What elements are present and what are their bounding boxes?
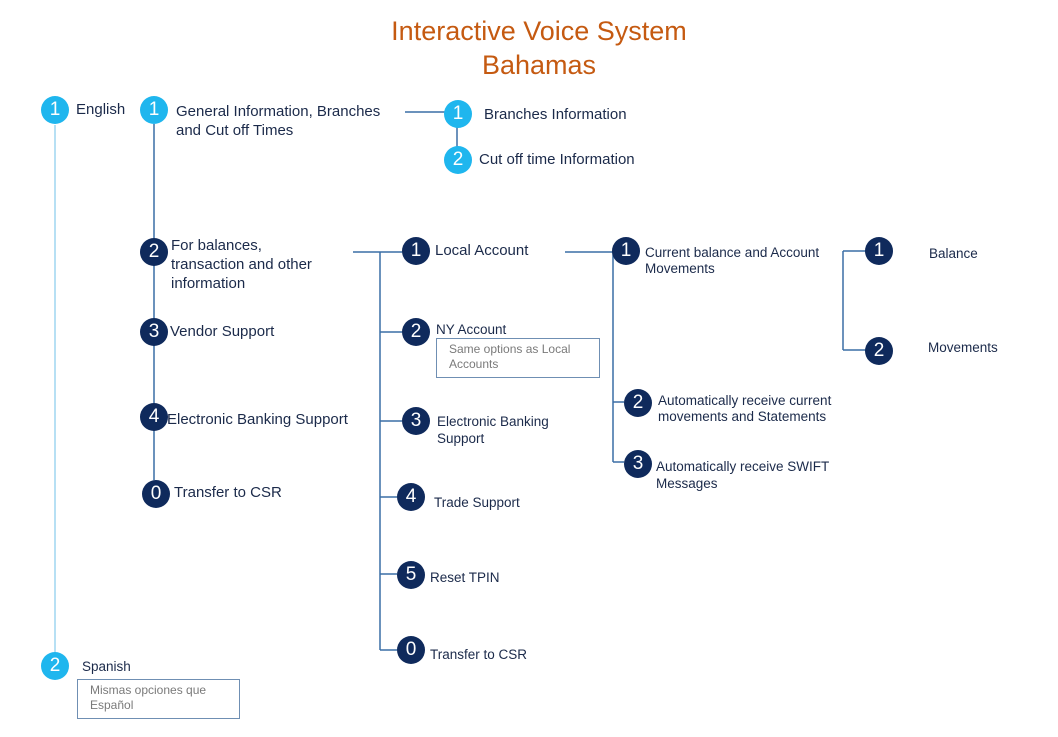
node-english: 1 — [41, 96, 69, 124]
node-balance: 1 — [865, 237, 893, 265]
note-ny-account: Same options as Local Accounts — [436, 338, 600, 378]
node-transfer-csr-sub: 0 — [397, 636, 425, 664]
node-auto-swift: 3 — [624, 450, 652, 478]
label-ny-account: NY Account — [436, 322, 507, 337]
label-spanish: Spanish — [82, 659, 131, 674]
node-general-info: 1 — [140, 96, 168, 124]
label-cutoff-info: Cut off time Information — [479, 151, 635, 168]
label-ebanking-sub-2: Support — [437, 431, 485, 446]
node-transfer-csr-main: 0 — [142, 480, 170, 508]
node-ebanking-support: 4 — [140, 403, 168, 431]
label-balance: Balance — [929, 246, 978, 261]
label-balances-3: information — [171, 275, 246, 292]
label-transfer-csr-sub: Transfer to CSR — [430, 647, 528, 662]
label-auto-swift-1: Automatically receive SWIFT — [656, 459, 830, 474]
label-vendor-support: Vendor Support — [170, 323, 275, 340]
node-movements: 2 — [865, 337, 893, 365]
label-branches-info: Branches Information — [484, 106, 627, 123]
label-ebanking-support: Electronic Banking Support — [167, 411, 348, 428]
label-local-account: Local Account — [435, 242, 529, 259]
node-reset-tpin: 5 — [397, 561, 425, 589]
node-current-balance: 1 — [612, 237, 640, 265]
label-movements: Movements — [928, 340, 998, 355]
node-ebanking-sub: 3 — [402, 407, 430, 435]
label-english: English — [76, 101, 126, 118]
label-auto-movements-2: movements and Statements — [658, 409, 827, 424]
node-branches-info: 1 — [444, 100, 472, 128]
label-reset-tpin: Reset TPIN — [430, 570, 500, 585]
node-cutoff-info: 2 — [444, 146, 472, 174]
title-line-1: Interactive Voice System — [391, 16, 687, 46]
label-balances-1: For balances, — [171, 237, 262, 254]
label-general-info-2: and Cut off Times — [176, 122, 294, 139]
node-ny-account: 2 — [402, 318, 430, 346]
label-general-info-1: General Information, Branches — [176, 103, 381, 120]
label-trade-support: Trade Support — [434, 495, 520, 510]
node-balances: 2 — [140, 238, 168, 266]
title-line-2: Bahamas — [481, 50, 597, 80]
node-trade-support: 4 — [397, 483, 425, 511]
node-auto-movements: 2 — [624, 389, 652, 417]
label-transfer-csr-main: Transfer to CSR — [174, 484, 282, 501]
node-vendor-support: 3 — [140, 318, 168, 346]
label-auto-swift-2: Messages — [656, 476, 718, 491]
node-spanish: 2 — [41, 652, 69, 680]
label-auto-movements-1: Automatically receive current — [658, 393, 832, 408]
label-balances-2: transaction and other — [171, 256, 312, 273]
label-ebanking-sub-1: Electronic Banking — [437, 414, 549, 429]
node-local-account: 1 — [402, 237, 430, 265]
label-current-balance-2: Movements — [645, 261, 715, 276]
label-current-balance-1: Current balance and Account — [645, 245, 820, 260]
note-spanish: Mismas opciones que Español — [77, 679, 240, 719]
